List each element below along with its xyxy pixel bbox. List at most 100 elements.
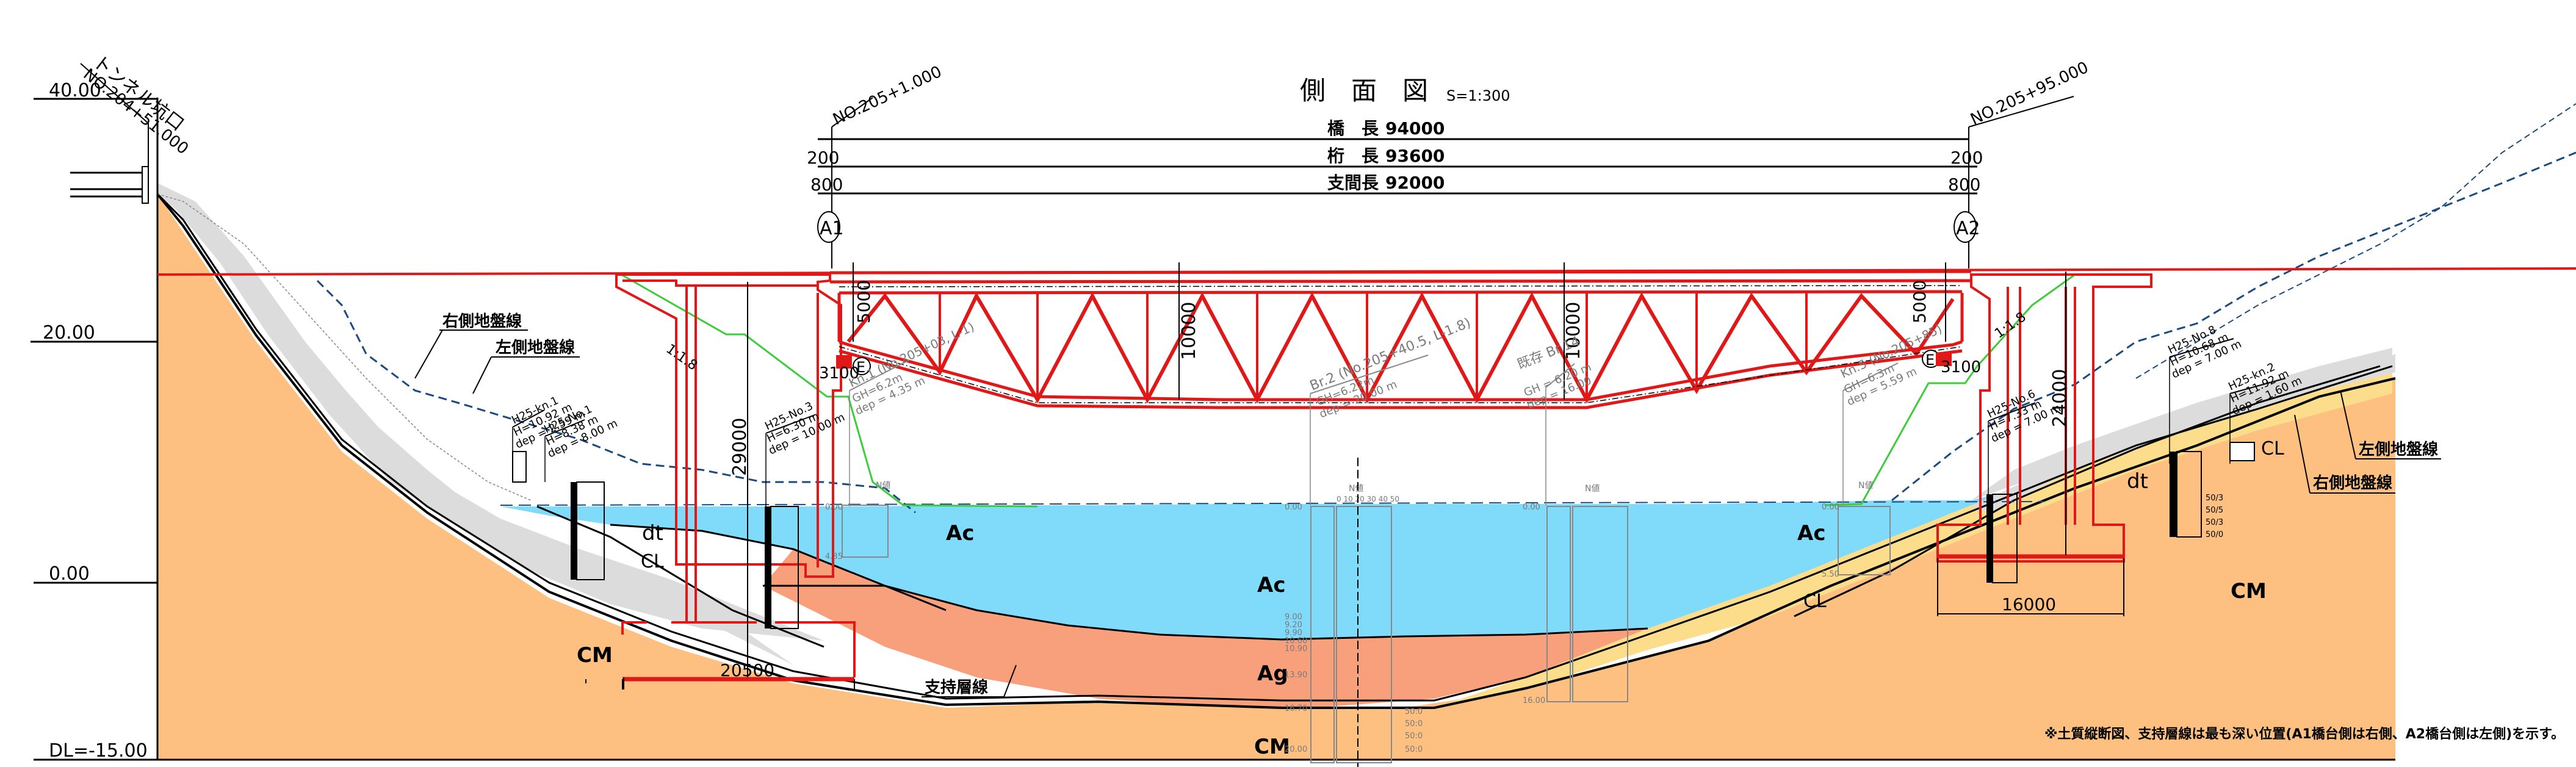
dim-label-girder-length: 桁 長 — [1327, 146, 1379, 166]
bearing-e-left-circle — [853, 357, 871, 375]
bh-br2-header: N値 — [1349, 484, 1363, 494]
leader-left-ground-left-arrow — [472, 356, 492, 394]
bh-br2-depth-6: 13.90 — [1285, 671, 1307, 680]
a2-station-leader — [1968, 96, 2074, 128]
dim-row-bridge-length: 橋 長 94000 — [1327, 118, 1445, 139]
right-ground-line-dashed-2 — [2135, 103, 2576, 379]
bh-kn1b-bottom: 4.35 — [825, 552, 843, 561]
end-height-right-value: 5000 — [1910, 280, 1930, 323]
soil-label-dt-left: dt — [642, 521, 663, 546]
dim-value-span-length: 92000 — [1385, 173, 1445, 193]
soil-cl-right-region — [1434, 366, 2392, 708]
water-level-line — [500, 501, 2045, 506]
a1-marker-circle — [817, 211, 840, 243]
soil-cm-region — [157, 194, 2395, 760]
bh-br2-n-4: 50:0 — [1405, 745, 1423, 754]
bh-br14-depth-top: 0.00 — [1523, 503, 1540, 512]
label-left-ground-line-left: 左側地盤線 — [496, 338, 575, 357]
soil-label-ag: Ag — [1257, 661, 1288, 686]
soil-label-ac-left: Ac — [946, 521, 974, 546]
seat-width-right: 3100 — [1941, 358, 1981, 376]
a1-station-label: NO.205+1.000 — [830, 63, 945, 129]
bh-br2-n-3: 50:0 — [1405, 732, 1423, 741]
truss-diagonals — [846, 292, 1955, 404]
seat-width-left: 3100 — [819, 364, 859, 383]
truss-height-2-value: 10000 — [1563, 302, 1584, 360]
soil-ac-region — [500, 482, 2044, 639]
soil-label-cm-left: CM — [577, 643, 613, 668]
leader-bearing-layer-arrow — [1003, 664, 1017, 697]
bh-no8-n-1: 50/3 — [2206, 494, 2223, 503]
excavation-line-left — [621, 273, 1038, 508]
bh-no8-n-2: 50/5 — [2206, 506, 2223, 515]
soil-label-cm-right: CM — [2231, 579, 2267, 603]
drawing-title: 側 面 図 — [1300, 76, 1428, 106]
dim-value-bridge-length: 94000 — [1385, 118, 1445, 139]
bh-br2-depth-3: 9.90 — [1285, 628, 1302, 638]
a2-marker-label: A2 — [1956, 218, 1980, 239]
bh-br2-depth-top: 0.00 — [1285, 503, 1302, 512]
truss-girder — [829, 270, 1972, 409]
leader-left-ground-right-arrow — [2340, 390, 2356, 459]
bearing-layer-line — [156, 193, 2396, 709]
leader-right-ground-left-arrow — [414, 329, 443, 379]
dim-label-span-length: 支間長 — [1327, 173, 1379, 193]
bh-no8-n-3: 50/3 — [2206, 518, 2223, 527]
dim-value-girder-length: 93600 — [1385, 146, 1445, 166]
a1-marker-label: A1 — [820, 218, 844, 239]
soil-label-dt-right: dt — [2127, 469, 2148, 494]
dim-right-800: 800 — [1948, 175, 1980, 195]
bh-no8-n-4: 50/0 — [2206, 530, 2223, 539]
dim-right-200: 200 — [1950, 148, 1983, 168]
truss-centerlines — [839, 285, 1963, 403]
a1-height-value: 29000 — [729, 418, 751, 476]
ac-ag-boundary — [763, 585, 1648, 641]
bh-br2-depth-4: 10.60 — [1285, 636, 1307, 646]
borehole-h25-no1: H25-No.1 H=8.38 m dep = 8.00 m — [542, 403, 619, 580]
dim-label-bridge-length: 橋 長 — [1327, 118, 1379, 139]
label-bearing-layer: 支持層線 — [925, 678, 988, 697]
slope-right: 1:1.8 — [1992, 309, 2029, 342]
ag-lower-boundary — [610, 524, 947, 611]
right-ground-line-dashed — [1891, 151, 2576, 502]
n-value-header-kn5: N値 — [1858, 481, 1873, 491]
end-height-left-value: 5000 — [854, 280, 874, 323]
bearing-e-left: E — [856, 359, 865, 376]
bh-br2-ticks: 0 10 20 30 40 50 — [1337, 495, 1399, 503]
soil-label-ac-right: Ac — [1797, 521, 1825, 546]
bh-kn5-bottom: 5.50 — [1822, 570, 1839, 579]
dim-row-girder-length: 桁 長 93600 — [1327, 146, 1445, 166]
a2-height-value: 24000 — [2049, 369, 2071, 427]
elev-label-0: 0.00 — [49, 563, 90, 585]
soil-label-cl-left: CL — [641, 551, 664, 572]
n-value-header-kn1: N値 — [876, 481, 890, 491]
left-ground-line-dashed — [316, 279, 916, 514]
bh-kn5-top: 0.00 — [1822, 503, 1839, 512]
soil-ag-region — [763, 549, 1648, 708]
label-left-ground-line-right: 左側地盤線 — [2359, 440, 2438, 459]
truss-verticals — [939, 293, 1808, 400]
ground-surface-left — [157, 193, 532, 501]
label-right-ground-line-left: 右側地盤線 — [442, 312, 522, 331]
footnote: ※土質縦断図、支持層線は最も深い位置(A1橋台側は右側、A2橋台側は左側)を示す… — [2044, 726, 2564, 742]
a2-station-label: NO.205+95.000 — [1968, 59, 2091, 129]
bh-br2-n-1: 50:0 — [1405, 707, 1423, 716]
bearing-shoe-right — [1936, 353, 1952, 366]
a1-abutment — [615, 273, 856, 682]
bh-br2-depth-8: 20.00 — [1285, 745, 1307, 754]
drawing-scale: S=1:300 — [1446, 87, 1510, 104]
a2-footing-width-value: 16000 — [2002, 594, 2056, 614]
dim-left-800: 800 — [810, 175, 843, 195]
elev-label-40: 40.00 — [49, 80, 101, 101]
bh-br2-depth-5: 10.90 — [1285, 644, 1307, 654]
bh-br2-n-2: 50:0 — [1405, 719, 1423, 729]
a1-station-leader — [831, 97, 873, 128]
dim-row-span-length: 支間長 92000 — [1327, 173, 1445, 193]
n-value-header-br14: N値 — [1585, 484, 1600, 494]
soil-label-cl-center: CL — [1803, 591, 1827, 612]
label-right-ground-line-right: 右側地盤線 — [2313, 474, 2392, 492]
bh-br14-depth-bottom: 16.00 — [1523, 696, 1545, 705]
a2-marker-circle — [1954, 211, 1977, 243]
cl-upper-line — [156, 193, 2393, 702]
